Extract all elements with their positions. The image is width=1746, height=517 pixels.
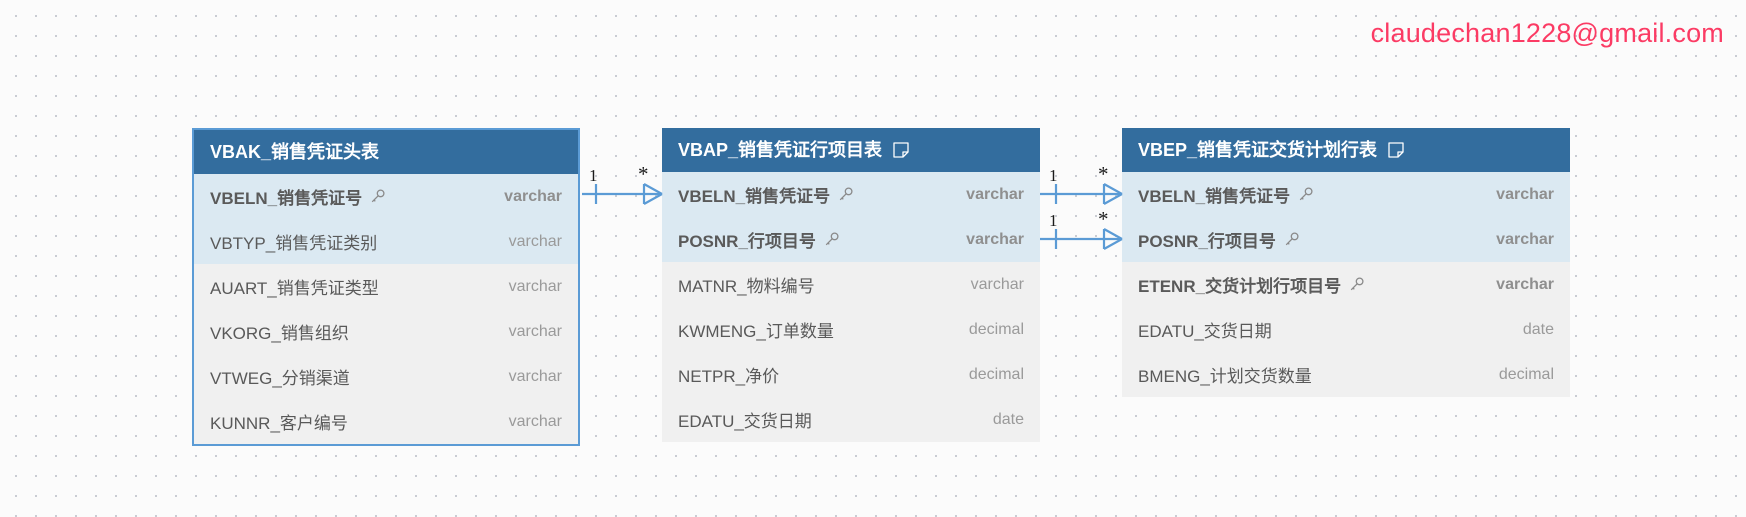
attribute-name-wrapper: VKORG_销售组织 bbox=[210, 319, 349, 344]
attribute-type: varchar bbox=[508, 412, 562, 430]
cardinality-label-vbap-vbep-posnr-one: 1 bbox=[1049, 211, 1058, 230]
relationship-vbak-vbap[interactable] bbox=[582, 183, 663, 205]
attribute-row-vbep-etenr[interactable]: ETENR_交货计划行项目号 varchar bbox=[1122, 262, 1570, 307]
attribute-row-vbak-vkorg[interactable]: VKORG_销售组织 varchar bbox=[194, 309, 578, 354]
attribute-label: POSNR_行项目号 bbox=[1138, 232, 1276, 251]
key-icon bbox=[1297, 186, 1314, 203]
key-icon bbox=[369, 188, 386, 205]
attribute-type: varchar bbox=[508, 232, 562, 250]
attribute-label: VBELN_销售凭证号 bbox=[1138, 187, 1291, 206]
attribute-name-wrapper: VBELN_销售凭证号 bbox=[1138, 182, 1314, 207]
entity-vbak-title: VBAK_销售凭证头表 bbox=[210, 142, 380, 162]
entity-vbap-header[interactable]: VBAP_销售凭证行项目表 bbox=[662, 128, 1040, 172]
entity-vbep-title: VBEP_销售凭证交货计划行表 bbox=[1138, 140, 1378, 160]
attribute-label: VBTYP_销售凭证类别 bbox=[210, 234, 378, 253]
key-icon bbox=[837, 186, 854, 203]
attribute-name-wrapper: VBELN_销售凭证号 bbox=[678, 182, 854, 207]
attribute-row-vbep-vbeln[interactable]: VBELN_销售凭证号 varchar bbox=[1122, 172, 1570, 217]
attribute-label: AUART_销售凭证类型 bbox=[210, 279, 379, 298]
attribute-type: varchar bbox=[966, 230, 1024, 248]
cardinality-label-vbak-vbap-many: * bbox=[638, 162, 649, 186]
attribute-type: varchar bbox=[504, 187, 562, 205]
attribute-name-wrapper: ETENR_交货计划行项目号 bbox=[1138, 272, 1365, 297]
cardinality-label-vbap-vbep-vbeln-one: 1 bbox=[1049, 166, 1058, 185]
attribute-type: varchar bbox=[1496, 275, 1554, 293]
attribute-name-wrapper: AUART_销售凭证类型 bbox=[210, 274, 379, 299]
attribute-row-vbak-kunnr[interactable]: KUNNR_客户编号 varchar bbox=[194, 399, 578, 444]
attribute-row-vbep-bmeng[interactable]: BMENG_计划交货数量 decimal bbox=[1122, 352, 1570, 397]
attribute-name-wrapper: BMENG_计划交货数量 bbox=[1138, 362, 1312, 387]
entity-vbak-attributes: VBELN_销售凭证号 varchar VBTYP_销售凭证类别 varchar… bbox=[194, 174, 578, 444]
attribute-type: varchar bbox=[508, 322, 562, 340]
attribute-name-wrapper: VBELN_销售凭证号 bbox=[210, 184, 386, 209]
attribute-type: varchar bbox=[1496, 185, 1554, 203]
attribute-label: KWMENG_订单数量 bbox=[678, 322, 834, 341]
attribute-name-wrapper: MATNR_物料编号 bbox=[678, 272, 815, 297]
attribute-type: varchar bbox=[970, 275, 1024, 293]
attribute-row-vbap-posnr[interactable]: POSNR_行项目号 varchar bbox=[662, 217, 1040, 262]
key-icon bbox=[1283, 231, 1300, 248]
watermark-email: claudechan1228@gmail.com bbox=[1370, 18, 1724, 48]
attribute-row-vbap-edatu[interactable]: EDATU_交货日期 date bbox=[662, 397, 1040, 442]
attribute-label: EDATU_交货日期 bbox=[678, 412, 812, 431]
entity-vbep[interactable]: VBEP_销售凭证交货计划行表 VBELN_销售凭证号 varchar bbox=[1122, 128, 1570, 397]
attribute-name-wrapper: EDATU_交货日期 bbox=[1138, 317, 1272, 342]
attribute-label: VBELN_销售凭证号 bbox=[678, 187, 831, 206]
attribute-type: varchar bbox=[508, 367, 562, 385]
attribute-label: VBELN_销售凭证号 bbox=[210, 189, 363, 208]
attribute-name-wrapper: NETPR_净价 bbox=[678, 362, 779, 387]
attribute-name-wrapper: VBTYP_销售凭证类别 bbox=[210, 229, 377, 254]
attribute-name-wrapper: POSNR_行项目号 bbox=[678, 227, 840, 252]
attribute-type: varchar bbox=[508, 277, 562, 295]
attribute-row-vbep-edatu[interactable]: EDATU_交货日期 date bbox=[1122, 307, 1570, 352]
attribute-type: decimal bbox=[968, 320, 1024, 338]
cardinality-label-vbap-vbep-posnr-many: * bbox=[1098, 207, 1109, 231]
note-icon[interactable] bbox=[1387, 141, 1405, 159]
attribute-row-vbap-vbeln[interactable]: VBELN_销售凭证号 varchar bbox=[662, 172, 1040, 217]
attribute-label: MATNR_物料编号 bbox=[678, 277, 815, 296]
attribute-name-wrapper: KWMENG_订单数量 bbox=[678, 317, 834, 342]
key-icon bbox=[1348, 276, 1365, 293]
attribute-type: varchar bbox=[1496, 230, 1554, 248]
attribute-row-vbap-netpr[interactable]: NETPR_净价 decimal bbox=[662, 352, 1040, 397]
entity-vbak-header[interactable]: VBAK_销售凭证头表 bbox=[194, 130, 578, 174]
relationship-vbap-vbep-vbeln[interactable] bbox=[1040, 183, 1123, 205]
attribute-row-vbak-vbeln[interactable]: VBELN_销售凭证号 varchar bbox=[194, 174, 578, 219]
attribute-row-vbak-vbtyp[interactable]: VBTYP_销售凭证类别 varchar bbox=[194, 219, 578, 264]
attribute-label: ETENR_交货计划行项目号 bbox=[1138, 277, 1342, 296]
attribute-name-wrapper: KUNNR_客户编号 bbox=[210, 409, 348, 434]
attribute-type: decimal bbox=[1498, 365, 1554, 383]
attribute-type: decimal bbox=[968, 365, 1024, 383]
attribute-label: POSNR_行项目号 bbox=[678, 232, 816, 251]
attribute-type: date bbox=[992, 410, 1024, 428]
entity-vbep-attributes: VBELN_销售凭证号 varchar POSNR_行项目号 varchar bbox=[1122, 172, 1570, 397]
attribute-row-vbap-kwmeng[interactable]: KWMENG_订单数量 decimal bbox=[662, 307, 1040, 352]
attribute-label: KUNNR_客户编号 bbox=[210, 414, 348, 433]
attribute-label: EDATU_交货日期 bbox=[1138, 322, 1272, 341]
note-icon[interactable] bbox=[892, 141, 910, 159]
cardinality-label-vbak-vbap-one: 1 bbox=[589, 166, 598, 185]
attribute-row-vbak-vtweg[interactable]: VTWEG_分销渠道 varchar bbox=[194, 354, 578, 399]
attribute-row-vbap-matnr[interactable]: MATNR_物料编号 varchar bbox=[662, 262, 1040, 307]
attribute-label: VKORG_销售组织 bbox=[210, 324, 349, 343]
attribute-type: date bbox=[1522, 320, 1554, 338]
cardinality-label-vbap-vbep-vbeln-many: * bbox=[1098, 162, 1109, 186]
attribute-name-wrapper: EDATU_交货日期 bbox=[678, 407, 812, 432]
attribute-name-wrapper: VTWEG_分销渠道 bbox=[210, 364, 350, 389]
attribute-type: varchar bbox=[966, 185, 1024, 203]
relationship-vbap-vbep-posnr[interactable] bbox=[1040, 228, 1123, 250]
attribute-row-vbak-auart[interactable]: AUART_销售凭证类型 varchar bbox=[194, 264, 578, 309]
entity-vbep-header[interactable]: VBEP_销售凭证交货计划行表 bbox=[1122, 128, 1570, 172]
attribute-name-wrapper: POSNR_行项目号 bbox=[1138, 227, 1300, 252]
entity-vbap-attributes: VBELN_销售凭证号 varchar POSNR_行项目号 varchar bbox=[662, 172, 1040, 442]
attribute-label: NETPR_净价 bbox=[678, 367, 780, 386]
attribute-label: VTWEG_分销渠道 bbox=[210, 369, 350, 388]
attribute-row-vbep-posnr[interactable]: POSNR_行项目号 varchar bbox=[1122, 217, 1570, 262]
key-icon bbox=[823, 231, 840, 248]
entity-vbap[interactable]: VBAP_销售凭证行项目表 VBELN_销售凭证号 varchar bbox=[662, 128, 1040, 442]
attribute-label: BMENG_计划交货数量 bbox=[1138, 367, 1312, 386]
entity-vbap-title: VBAP_销售凭证行项目表 bbox=[678, 140, 883, 160]
entity-vbak[interactable]: VBAK_销售凭证头表 VBELN_销售凭证号 varchar VBTYP_销售… bbox=[192, 128, 580, 446]
